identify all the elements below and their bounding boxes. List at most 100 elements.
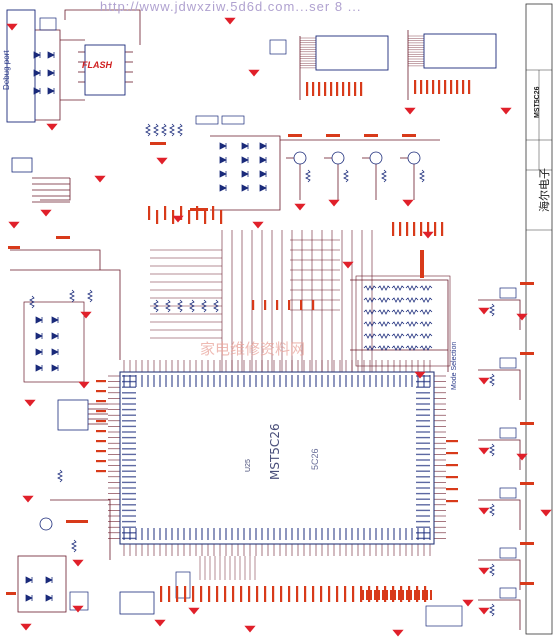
net-label-mark <box>374 590 376 600</box>
pin-text-mark <box>345 375 347 387</box>
diode-symbol <box>35 332 43 340</box>
pin-text-mark <box>417 375 419 387</box>
diode-symbol <box>47 69 55 77</box>
diode-symbol <box>51 316 59 324</box>
pin-text-mark <box>363 528 365 540</box>
net-label-mark <box>362 590 364 600</box>
resistor-symbol <box>177 299 183 313</box>
diode-symbol <box>33 87 41 95</box>
ground-symbol <box>414 371 426 379</box>
chip-name: MST5C26 <box>268 423 282 480</box>
net-label-mark <box>446 440 458 443</box>
pin-text-mark <box>351 375 353 387</box>
pin-text-mark <box>213 528 215 540</box>
resistor-symbol <box>363 297 377 303</box>
net-label-mark <box>450 80 453 94</box>
resistor-symbol <box>377 345 391 351</box>
pin-text-mark <box>122 442 136 444</box>
pin-text-mark <box>122 487 136 489</box>
pin-text-mark <box>249 528 251 540</box>
resistor-symbol <box>489 563 495 577</box>
pin-text-mark <box>147 528 149 540</box>
pin-text-mark <box>303 528 305 540</box>
net-label-mark <box>410 590 412 600</box>
connector-small <box>221 115 245 125</box>
net-label-mark <box>426 80 429 94</box>
net-label-mark <box>324 82 327 96</box>
pin-text-mark <box>416 397 430 400</box>
pin-text-mark <box>219 375 221 387</box>
pin-text-mark <box>357 528 359 540</box>
pin-text-mark <box>122 476 136 478</box>
pin-text-mark <box>122 537 136 540</box>
capacitor-box <box>499 427 517 439</box>
resistor-symbol <box>153 123 159 137</box>
ground-symbol <box>94 175 106 183</box>
pin-text-mark <box>416 476 430 478</box>
pin-text-mark <box>327 375 329 387</box>
net-label-mark <box>426 590 428 600</box>
wire-layer <box>10 9 552 630</box>
ground-symbol <box>516 453 528 461</box>
pin-text-mark <box>416 515 430 517</box>
resistor-symbol <box>489 503 495 517</box>
pin-text-mark <box>261 375 263 387</box>
pin-text-mark <box>416 375 430 377</box>
net-label-mark <box>336 586 339 602</box>
net-label-mark <box>413 222 416 236</box>
resistor-symbol <box>87 289 93 303</box>
pin-text-mark <box>416 442 430 444</box>
ground-symbol <box>328 199 340 207</box>
title-block-model: MST5C26 <box>534 86 541 118</box>
net-label-mark <box>220 210 223 224</box>
pin-text-mark <box>297 375 299 387</box>
ground-symbol <box>478 307 490 315</box>
pin-text-mark <box>122 515 136 517</box>
pin-text-mark <box>416 481 430 484</box>
transistor-symbol <box>293 151 307 165</box>
resistor-symbol <box>343 169 349 183</box>
wire <box>210 135 281 211</box>
resistor-symbol <box>169 123 175 137</box>
ground-symbol <box>80 311 92 319</box>
pin-text-mark <box>416 414 430 416</box>
net-label-mark <box>288 134 302 137</box>
wire <box>350 279 449 372</box>
pin-text-mark <box>369 528 371 540</box>
pin-text-mark <box>165 375 167 387</box>
pin-text-mark <box>429 528 431 540</box>
pin-text-mark <box>363 375 365 387</box>
net-label-mark <box>422 590 424 600</box>
pin-text-mark <box>416 492 430 495</box>
net-label-mark <box>280 586 283 602</box>
pin-text-mark <box>122 509 136 512</box>
capacitor-box <box>499 547 517 559</box>
chip-reference: U25 <box>245 459 252 472</box>
net-label-mark <box>444 80 447 94</box>
wire <box>478 369 521 400</box>
net-label-mark <box>56 236 70 239</box>
net-label-mark <box>96 420 106 423</box>
transistor-symbol <box>331 151 345 165</box>
oscillator-box <box>119 591 155 615</box>
net-label-layer <box>6 80 534 602</box>
net-label-mark <box>330 82 333 96</box>
capacitor-box <box>499 287 517 299</box>
resistor-symbol <box>405 333 419 339</box>
ground-symbol <box>404 107 416 115</box>
pin-text-mark <box>416 436 430 439</box>
net-label-mark <box>318 82 321 96</box>
net-label-mark <box>204 210 207 224</box>
pin-text-mark <box>123 375 125 387</box>
pin-text-mark <box>303 375 305 387</box>
connector-top-right <box>423 33 497 69</box>
pin-text-mark <box>122 504 136 506</box>
ground-symbol <box>248 69 260 77</box>
pin-text-mark <box>225 528 227 540</box>
net-label-mark <box>224 586 227 602</box>
net-label-mark <box>96 450 106 453</box>
pin-text-mark <box>231 375 233 387</box>
wire <box>10 249 101 270</box>
pin-text-mark <box>416 403 430 405</box>
pin-text-mark <box>399 528 401 540</box>
